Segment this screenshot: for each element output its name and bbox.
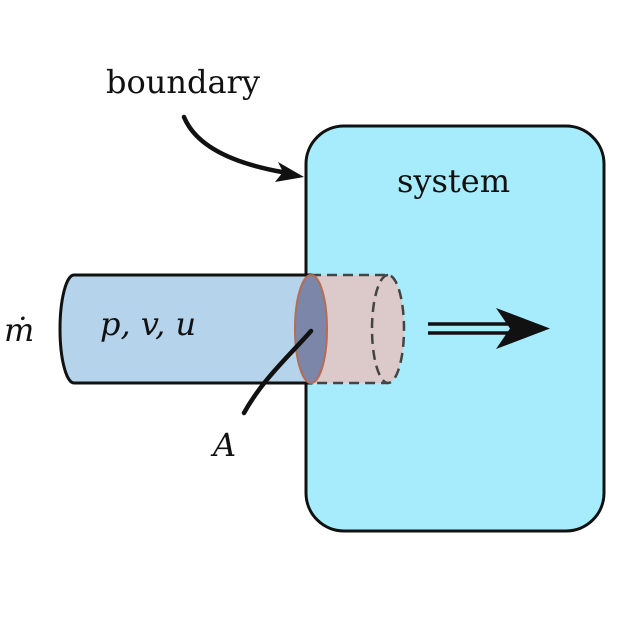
properties-label: p, v, u [100,305,196,343]
system-label: system [397,162,510,200]
boundary-label: boundary [106,63,260,101]
fluid-slug-back-face [370,273,389,385]
fluid-slug-outline [311,273,406,385]
mass-flow-label: ṁ [4,311,34,349]
boundary-pointer [181,114,304,182]
area-pointer [241,328,314,416]
inlet-pipe [58,273,313,385]
fluid-slug [311,275,404,383]
flow-direction-arrow [428,308,550,349]
area-label: A [210,426,236,464]
